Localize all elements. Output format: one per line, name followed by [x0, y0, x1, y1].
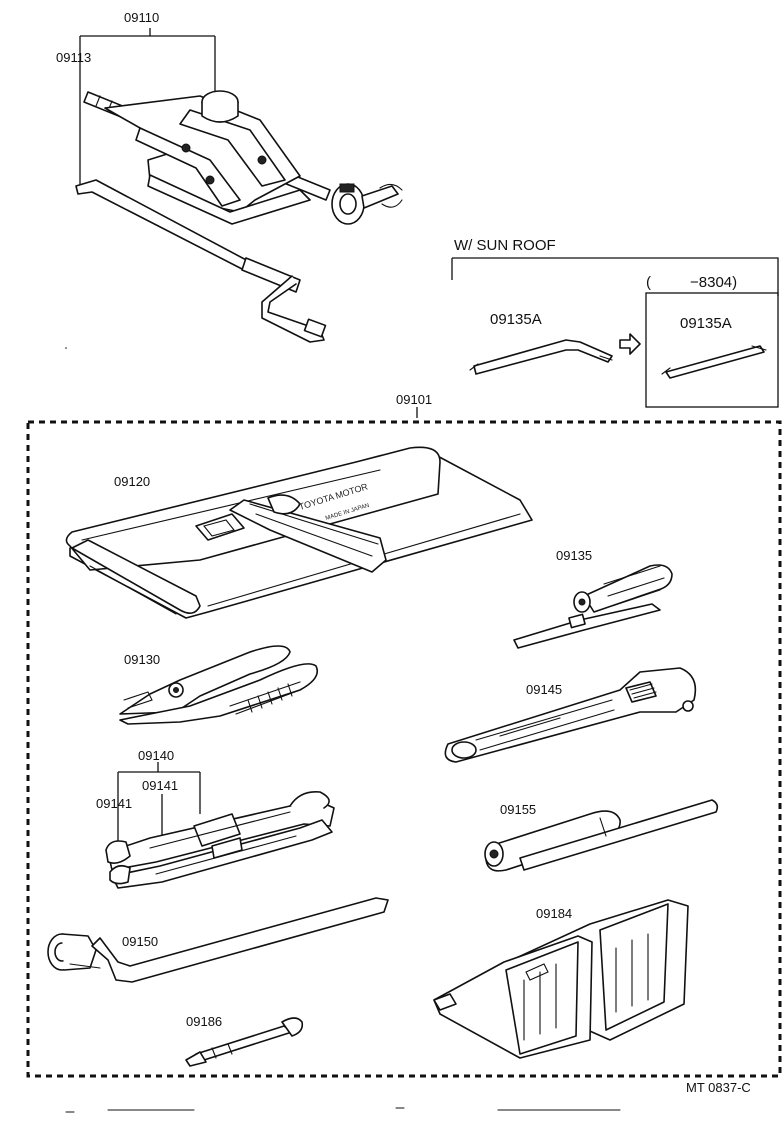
adjustable-wrench: [444, 667, 697, 763]
label-09145: 09145: [526, 682, 562, 697]
label-09184: 09184: [536, 906, 572, 921]
label-09186: 09186: [186, 1014, 222, 1029]
drift-pin: [185, 1017, 304, 1067]
tool-bag: TOYOTA MOTOR MADE IN JAPAN: [65, 347, 533, 619]
pliers: [119, 645, 319, 725]
label-09135A-alt: 09135A: [680, 315, 732, 332]
label-09155: 09155: [500, 802, 536, 817]
sunroof-alt-box: [645, 292, 779, 408]
jack-body: [104, 90, 311, 225]
sunroof-title: W/ SUN ROOF: [454, 237, 556, 254]
lug-wrench: [47, 897, 389, 983]
jack-assembly: [75, 28, 403, 343]
jack-handle: [75, 179, 327, 343]
label-09141-right: 09141: [142, 778, 178, 793]
label-09141-left: 09141: [96, 796, 132, 811]
arrow-icon: [619, 333, 641, 355]
label-09135: 09135: [556, 548, 592, 563]
label-09135A-main: 09135A: [490, 311, 542, 328]
label-09130: 09130: [124, 652, 160, 667]
label-09101: 09101: [396, 392, 432, 407]
open-end-wrenches: [105, 762, 335, 889]
reference-code: MT 0837-C: [686, 1080, 751, 1095]
sunroof-wrench-alt: [661, 345, 767, 379]
tool-kit-boundary: [26, 420, 782, 1078]
label-09150: 09150: [122, 934, 158, 949]
screwdriver: [513, 564, 673, 649]
sunroof-wrench-main: [469, 339, 613, 375]
sunroof-range-value: −8304): [690, 274, 737, 291]
label-09113: 09113: [56, 50, 91, 65]
label-09140: 09140: [138, 748, 174, 763]
extension-bar: [484, 799, 719, 872]
label-09120: 09120: [114, 474, 150, 489]
label-09110: 09110: [124, 10, 159, 25]
wheel-chocks: [433, 899, 689, 1059]
jack-swivel-end: [331, 183, 403, 225]
sunroof-section: [451, 257, 779, 408]
sunroof-range-open: (: [646, 274, 651, 291]
